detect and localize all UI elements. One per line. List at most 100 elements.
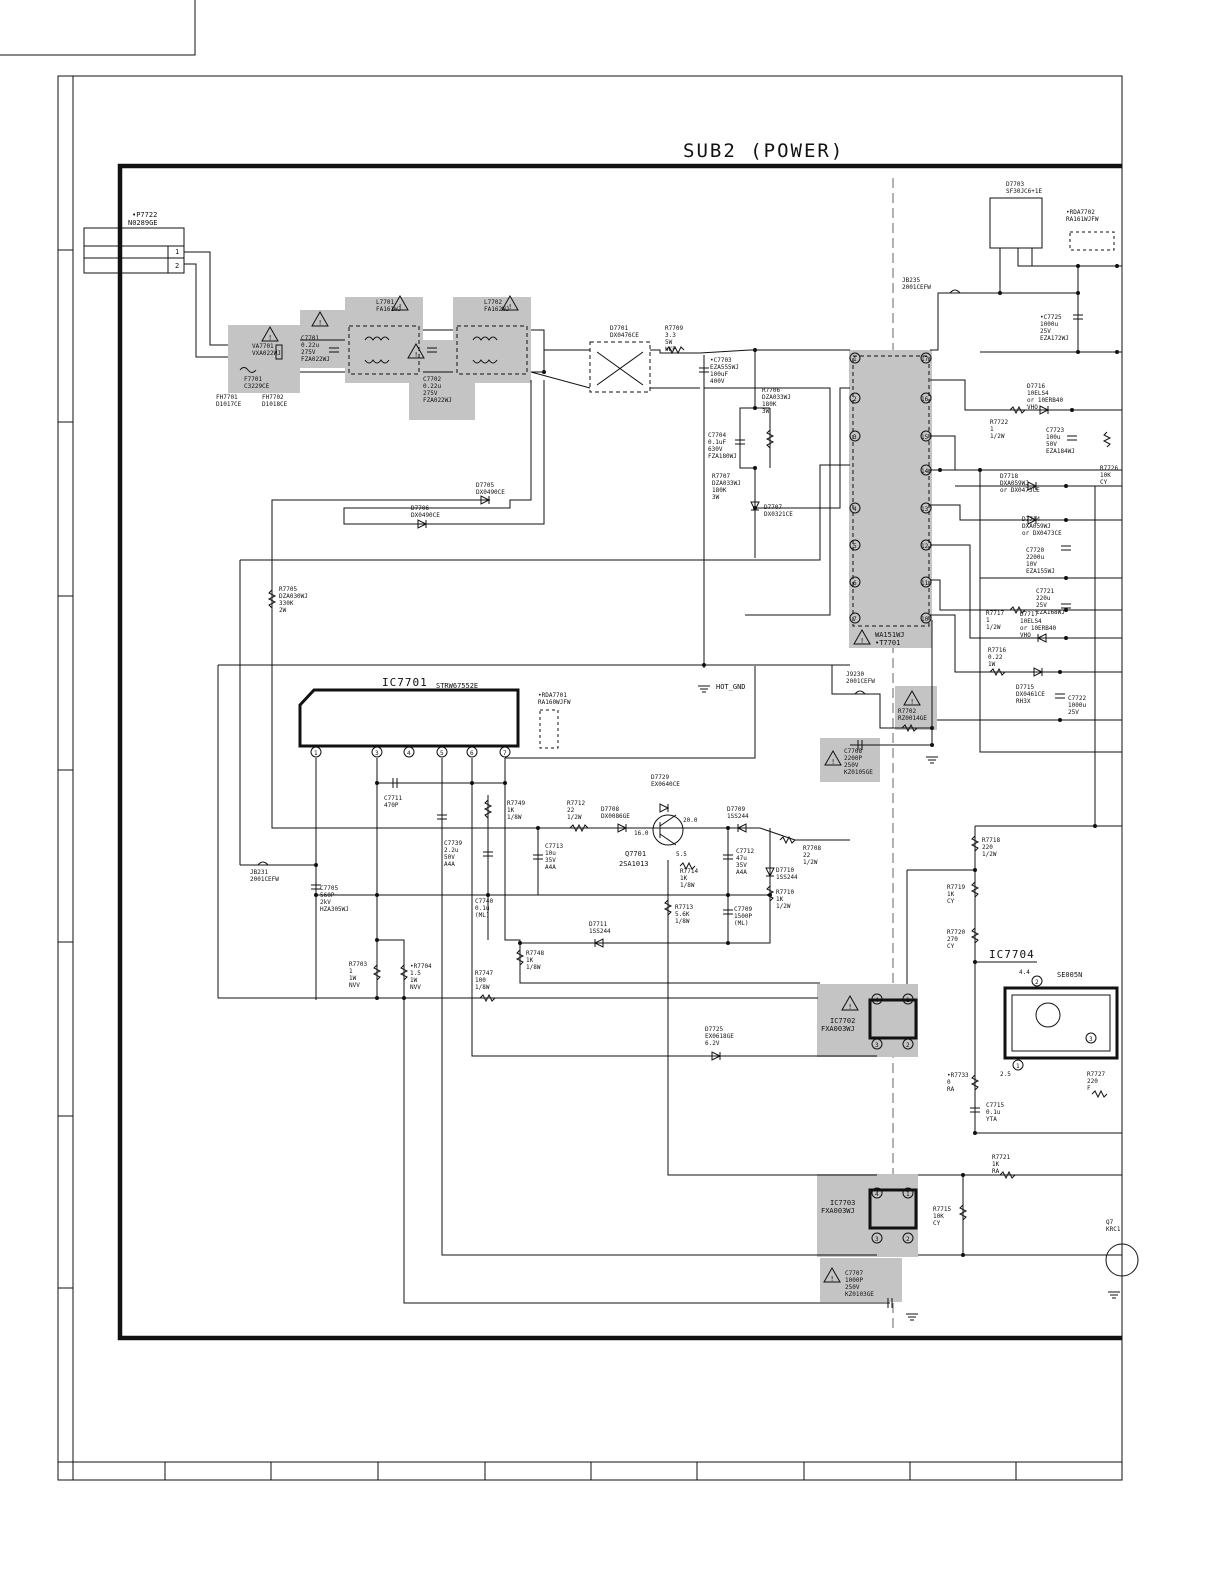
label-d7717-line-0: D7717 — [1020, 611, 1038, 618]
label-l7702-line-1: FA162WJ — [484, 306, 509, 313]
label-r7705-line-0: R7705 — [279, 586, 297, 593]
label-c7722-line-0: C7722 — [1068, 695, 1086, 702]
label-d7711-line-0: D7711 — [589, 921, 607, 928]
ic7704-voltage-2: 2.5 — [1000, 1071, 1011, 1078]
label-r7705-line-2: 330K — [279, 600, 294, 607]
warning-mark-6: ! — [860, 637, 864, 645]
label-rda7702-line-0: •RDA7702 — [1066, 209, 1095, 216]
label-c7720-line-1: 2200u — [1026, 554, 1044, 561]
label-c7713-line-3: A4A — [545, 864, 556, 871]
label-r7748-line-2: 1/8W — [526, 964, 541, 971]
q7701-v-emit: 20.0 — [683, 817, 698, 824]
label-c7704-line-1: 0.1uF — [708, 439, 726, 446]
label-rda7701-line-0: •RDA7701 — [538, 692, 567, 699]
q7701-ref: Q7701 — [625, 850, 646, 858]
label-r7722-line-2: 1/2W — [990, 433, 1005, 440]
label-c7715-line-0: C7715 — [986, 1102, 1004, 1109]
label-r7717-line-2: 1/2W — [986, 624, 1001, 631]
label-d7710-line-1: 1SS244 — [776, 874, 798, 881]
label-c7708-line-0: C7708 — [844, 748, 862, 755]
label-c7721-line-1: 220u — [1036, 595, 1051, 602]
label-r7715-line-2: CY — [933, 1220, 941, 1227]
circuit-wires — [184, 248, 1122, 1304]
label-r7714-line-1: 1K — [680, 875, 688, 882]
label-c7709-line-0: C7709 — [734, 906, 752, 913]
label-r7713-line-1: 5.6K — [675, 911, 690, 918]
label-c7721-line-0: C7721 — [1036, 588, 1054, 595]
ic7704: IC7704 SE005N 2 1 3 4.4 2.5 — [989, 948, 1097, 1078]
ic7703-pin-4: 4 — [875, 1191, 879, 1198]
label-c7723-line-3: EZA184WJ — [1046, 448, 1075, 455]
label-r7703-line-0: R7703 — [349, 961, 367, 968]
label-d7711-line-1: 1SS244 — [589, 928, 611, 935]
label-l7701-line-0: L7701 — [376, 299, 394, 306]
label-c7712-line-2: 35V — [736, 862, 747, 869]
t-pin-l6: 6 — [853, 580, 857, 587]
label-c7711-line-0: C7711 — [384, 795, 402, 802]
label-r7749-line-2: 1/8W — [507, 814, 522, 821]
label-c7704-line-2: 630V — [708, 446, 723, 453]
label-d7717-line-3: VHO — [1020, 632, 1031, 639]
label-d7716-line-3: VHO — [1027, 404, 1038, 411]
label-c7708-line-3: KZ0105GE — [844, 769, 873, 776]
label-c7740-line-2: (ML) — [475, 912, 489, 919]
label-d7714-line-0: D7714 — [1022, 516, 1040, 523]
label-c7722-line-1: 1000u — [1068, 702, 1086, 709]
label-rda7701-line-1: RA160WJFW — [538, 699, 571, 706]
label-jb231-line-0: JB231 — [250, 869, 268, 876]
label-r7722-line-1: 1 — [990, 426, 994, 433]
label-d7725-line-2: 6.2V — [705, 1040, 720, 1047]
label-r7748-line-1: 1K — [526, 957, 534, 964]
label-l7702-line-0: L7702 — [484, 299, 502, 306]
label-c7712-line-3: A4A — [736, 869, 747, 876]
label-d7707-line-1: DX0321CE — [764, 511, 793, 518]
label-c7704-line-0: C7704 — [708, 432, 726, 439]
label-c7707-line-1: 1000P — [845, 1277, 863, 1284]
label-r7705-line-1: DZA030WJ — [279, 593, 308, 600]
warning-mark-7: ! — [910, 698, 914, 706]
warning-mark-9: ! — [848, 1003, 852, 1011]
label-c7723-line-1: 100u — [1046, 434, 1061, 441]
label-r7710-line-1: 1K — [776, 896, 784, 903]
ic7702: IC7702 FXA003WJ 4 1 3 2 — [821, 993, 914, 1050]
label-c7712-line-0: C7712 — [736, 848, 754, 855]
label-r7710-line-2: 1/2W — [776, 903, 791, 910]
t-pin-r10: 10 — [921, 616, 929, 623]
label-d7705-line-0: D7705 — [476, 482, 494, 489]
label-c7703-line-1: EZA555WJ — [710, 364, 739, 371]
t-pin-r14: 14 — [921, 468, 929, 475]
t-pin-r12: 12 — [921, 543, 929, 550]
t-pin-r16: 16 — [921, 396, 929, 403]
label-c7708-line-2: 250V — [844, 762, 859, 769]
q7701-v-base: 16.0 — [634, 830, 649, 837]
label-r7710-line-0: R7710 — [776, 889, 794, 896]
label-d7717-line-1: 10ELS4 — [1020, 618, 1042, 625]
q7701-part: 2SA1013 — [619, 860, 649, 868]
ic7701-pin-4: 4 — [407, 750, 411, 757]
label-c7707-line-2: 250V — [845, 1284, 860, 1291]
connector-part: N0289GE — [128, 219, 158, 227]
label-d7708-line-0: D7708 — [601, 806, 619, 813]
label-c7722-line-2: 25V — [1068, 709, 1079, 716]
label-r7702-line-1: RZ0014GE — [898, 715, 927, 722]
t-pin-r13: 13 — [921, 506, 929, 513]
